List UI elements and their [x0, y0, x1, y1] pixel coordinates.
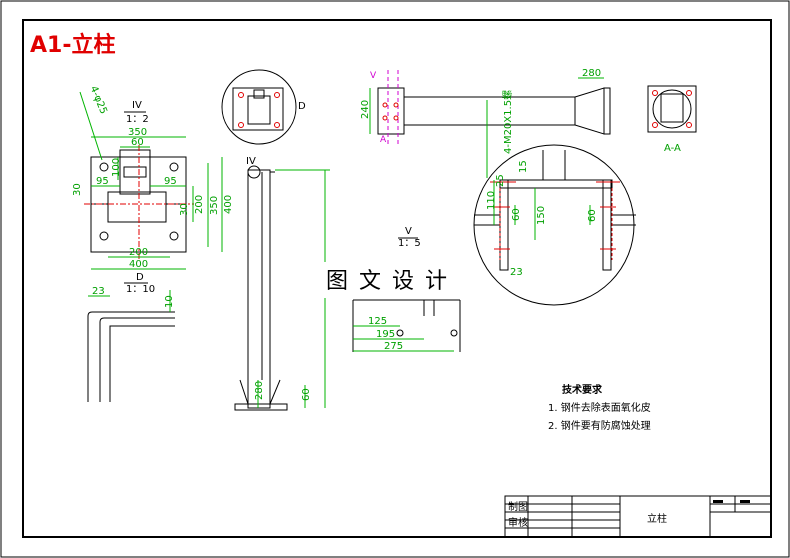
detail-iv-label: IV — [132, 100, 142, 111]
dim-400v: 400 — [223, 195, 234, 214]
dim-280b: 280 — [254, 381, 265, 400]
hole-tl — [99, 162, 109, 172]
detail-v-scale: 1：5 — [398, 238, 421, 249]
dim-60b: 60 — [587, 209, 598, 222]
dim-280: 280 — [582, 68, 601, 79]
arm-view: V A 240 280 — [360, 68, 611, 145]
dim-195: 195 — [376, 329, 395, 340]
tech-item-1: 1. 钢件去除表面氧化皮 — [548, 401, 651, 414]
hole-br — [169, 231, 179, 241]
dim-60: 60 — [131, 137, 144, 148]
dim-23a: 23 — [510, 267, 523, 278]
dim-60c: 60 — [301, 388, 312, 401]
corner-detail: 23 10 D 1：10 — [87, 272, 175, 402]
detail-iv-scale: 1：2 — [126, 114, 149, 125]
dim-10: 10 — [164, 295, 175, 308]
dim-23b: 23 — [92, 286, 105, 297]
dim-125: 125 — [368, 316, 387, 327]
view-d-label: D — [136, 272, 144, 283]
section-aa-view: A-A — [647, 85, 697, 154]
base-plate-view: IV 1：2 350 60 100 95 95 30 30 200 350 40… — [72, 85, 234, 270]
column-view: IV 280 60 — [234, 156, 330, 411]
dim-240: 240 — [360, 100, 371, 119]
dim-100: 100 — [111, 158, 122, 177]
tech-requirements: 技术要求 1. 钢件去除表面氧化皮 2. 钢件要有防腐蚀处理 — [548, 383, 651, 432]
tb-checker: 审核 — [508, 516, 528, 529]
a-marker: A — [380, 135, 387, 145]
dim-400h: 400 — [129, 259, 148, 270]
v-marker: V — [370, 71, 377, 81]
detail-v-circle: 110 25 60 150 60 23 15 4-M20X1.5螺 — [473, 90, 636, 306]
dim-bolts: 4-M20X1.5螺 — [502, 90, 514, 154]
detail-v-view: V 1：5 125 195 275 — [352, 226, 461, 352]
view-d-scale: 1：10 — [126, 284, 155, 295]
sheet-title: A1-立柱 — [30, 32, 115, 58]
watermark-bg — [318, 262, 470, 298]
top-view-d: D — [221, 69, 306, 145]
dim-95b: 95 — [164, 176, 177, 187]
dim-350v: 350 — [209, 196, 220, 215]
watermark: 图 文 设 计 — [326, 269, 449, 294]
dim-110: 110 — [486, 191, 497, 210]
dim-25: 25 — [495, 174, 506, 187]
tb-designer: 制图 — [508, 500, 528, 513]
tb-name: 立柱 — [647, 512, 667, 525]
dim-15: 15 — [518, 160, 529, 173]
d-marker: D — [298, 101, 306, 112]
title-block: 制图 审核 立柱 — [504, 495, 772, 538]
dim-95a: 95 — [96, 176, 109, 187]
iv-marker: IV — [246, 156, 256, 167]
hole-tr — [169, 162, 179, 172]
dim-200h: 200 — [129, 247, 148, 258]
dim-60a: 60 — [511, 208, 522, 221]
dim-275: 275 — [384, 341, 403, 352]
tech-item-2: 2. 钢件要有防腐蚀处理 — [548, 419, 651, 432]
dim-holes: 4-φ25 — [88, 85, 109, 116]
detail-v-label: V — [405, 226, 412, 237]
tech-heading: 技术要求 — [562, 383, 603, 396]
hole-bl — [99, 231, 109, 241]
dim-200a: 200 — [194, 195, 205, 214]
dim-150: 150 — [536, 206, 547, 225]
inner-border — [22, 19, 772, 538]
dim-30a: 30 — [72, 183, 83, 196]
dim-350: 350 — [128, 127, 147, 138]
dim-30b: 30 — [179, 203, 190, 216]
aa-label: A-A — [664, 143, 681, 154]
